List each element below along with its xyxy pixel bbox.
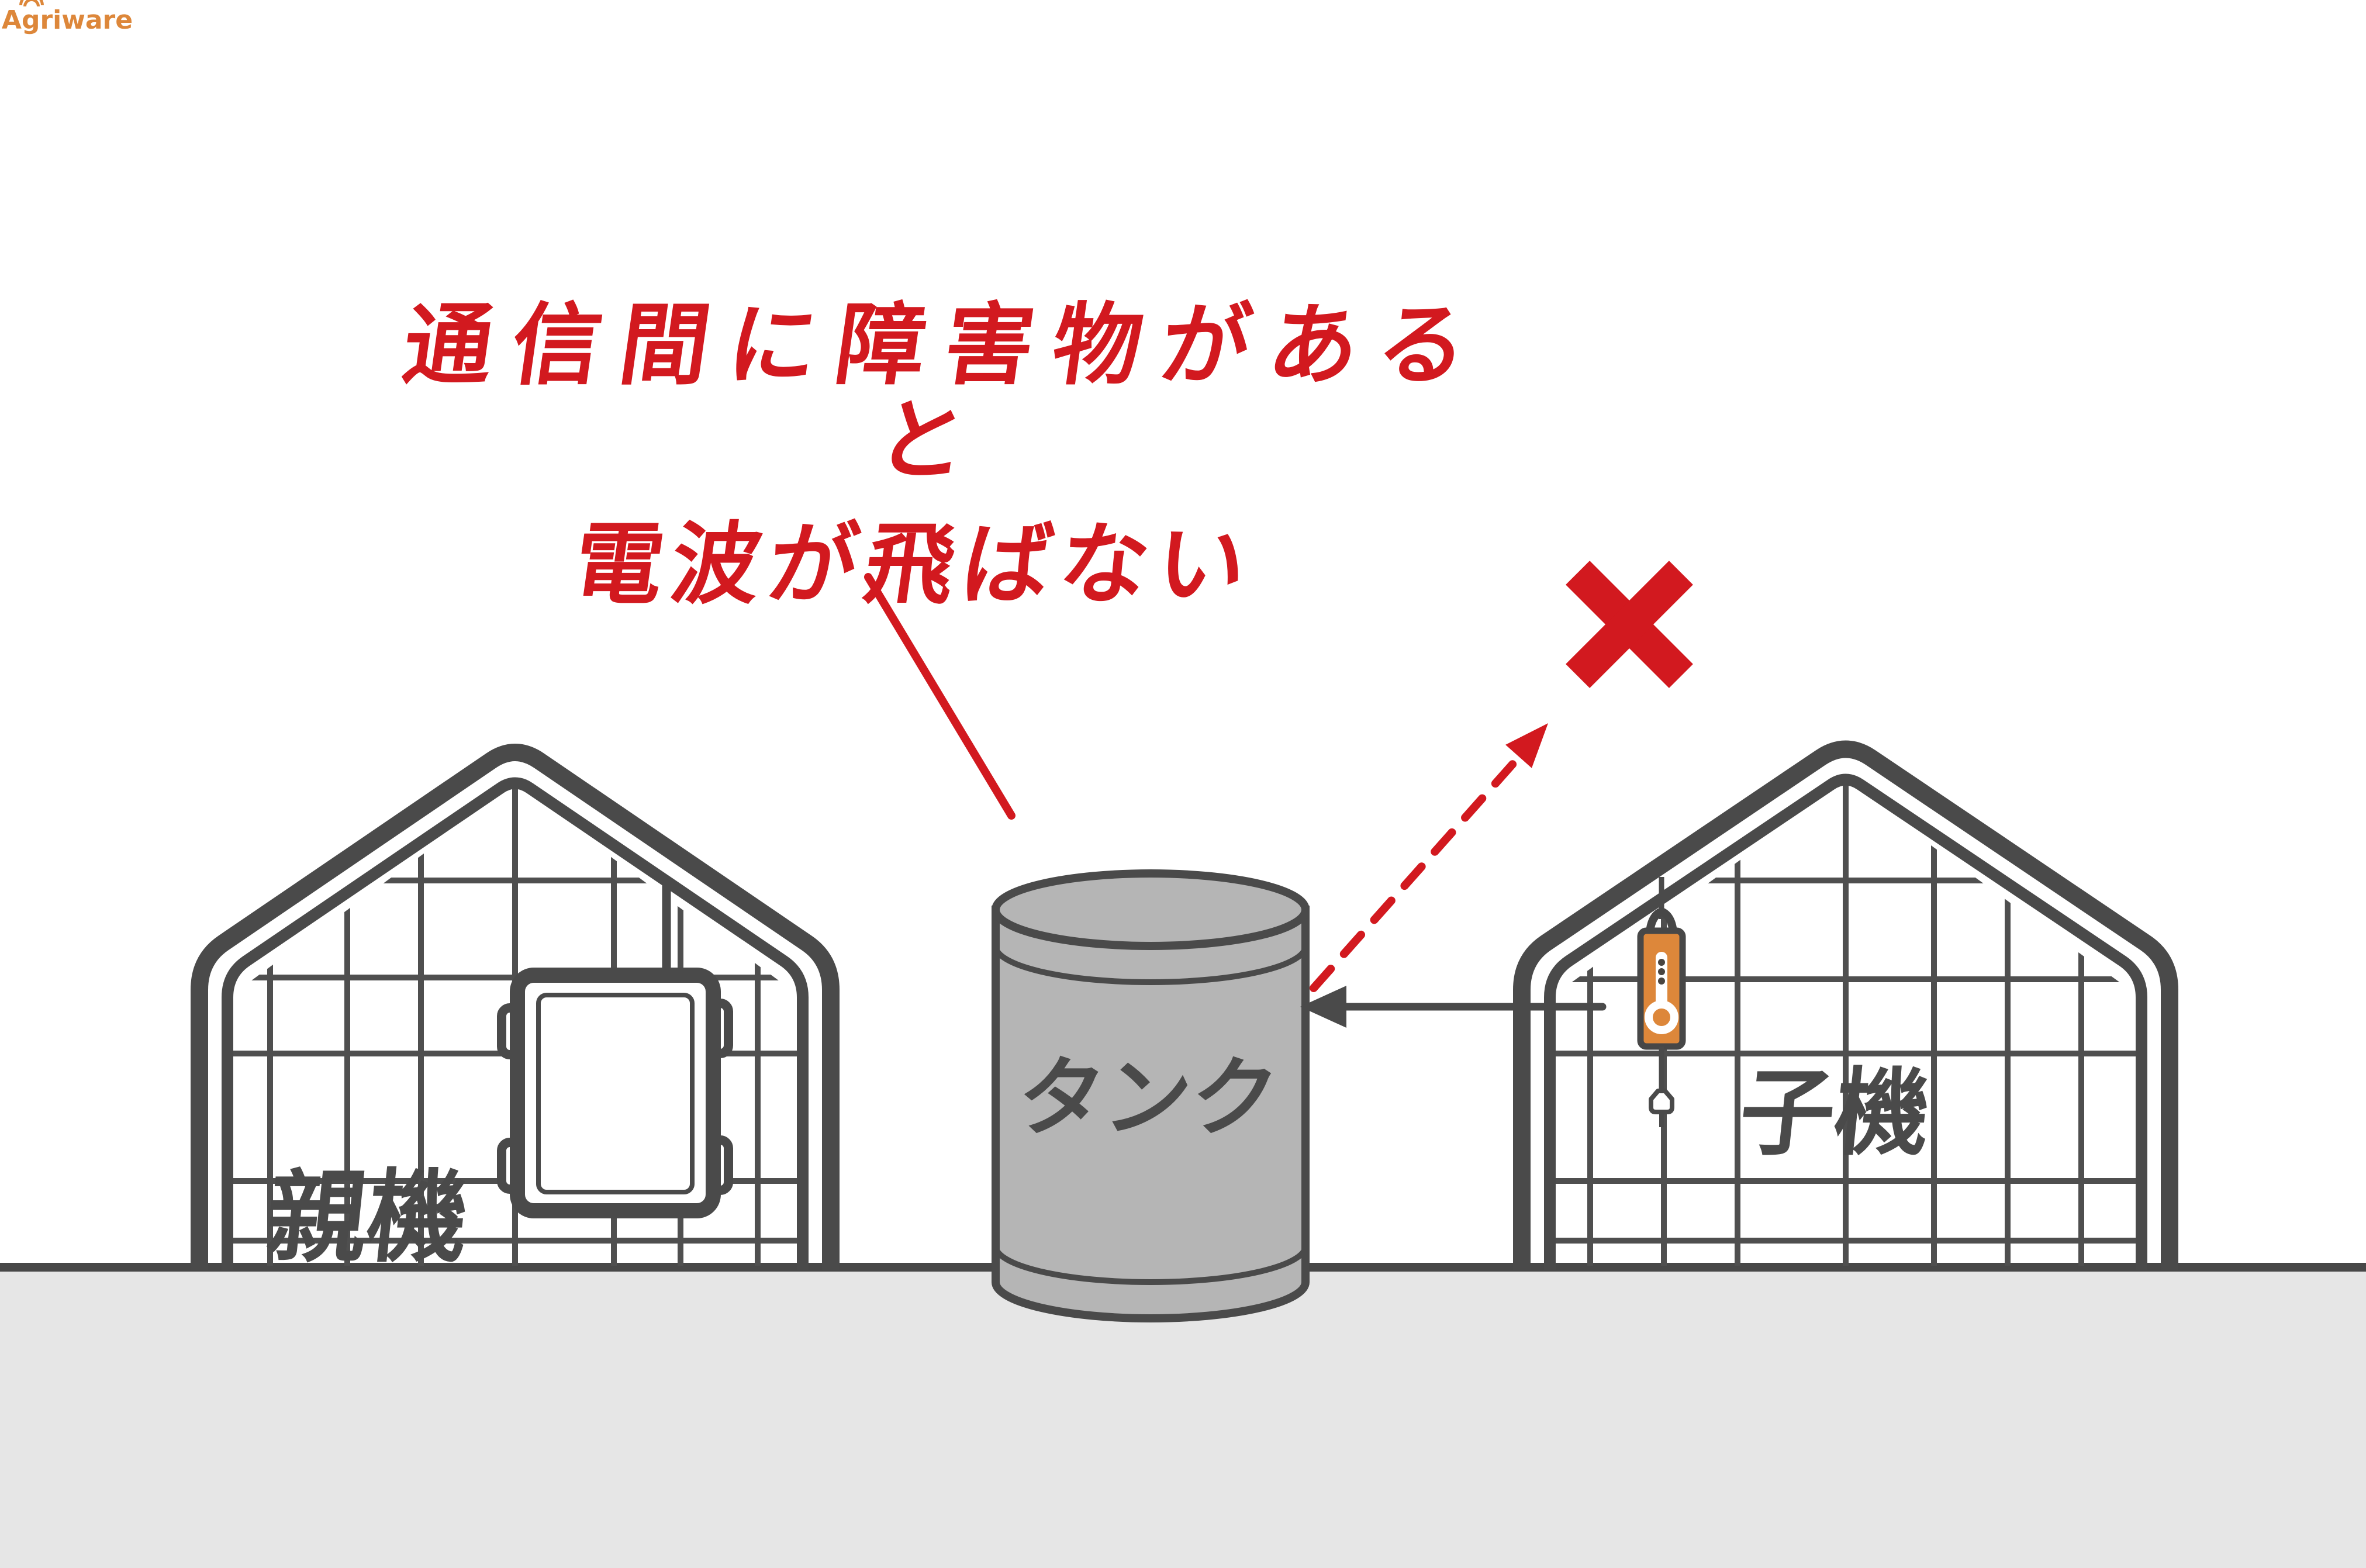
tank-top: [992, 869, 1310, 950]
parent-unit-panel: [536, 993, 695, 1194]
child-greenhouse: [1513, 740, 2178, 1270]
hanger-hook: [1646, 907, 1677, 932]
child-unit-label: 子機: [1734, 1059, 1936, 1169]
tank-label: タンク: [1013, 1048, 1283, 1148]
tank-obstacle: [992, 869, 1310, 1322]
blocked-signal-arrow: [1310, 723, 1548, 992]
agriware-logo-g: g: [21, 5, 40, 35]
parent-unit-label: 親機: [260, 1159, 474, 1276]
x-mark-icon: [1566, 561, 1693, 688]
child-greenhouse-grid: [1556, 783, 2136, 1266]
parent-greenhouse-inner-outline: [222, 777, 809, 1270]
probe-capsule: [1649, 1089, 1674, 1114]
thermometer-icon: [1645, 952, 1678, 1034]
tank-body: [992, 906, 1310, 1322]
signal-arrowhead: [1300, 986, 1346, 1028]
caption-pointer-line: [864, 573, 1016, 820]
tank-bottom-rim: [993, 1245, 1308, 1285]
wifi-arc-icon: [19, 0, 44, 5]
tank-top-rim: [993, 945, 1308, 985]
signal-arrow: [1300, 986, 1607, 1028]
parent-greenhouse: [191, 744, 840, 1270]
agriware-logo-rest: riware: [40, 5, 133, 35]
warning-caption-line2: 電波が飛ばない: [567, 513, 1262, 617]
warning-caption-line1: 通信間に障害物があると: [397, 293, 1493, 492]
warning-caption: 通信間に障害物があると 電波が飛ばない: [329, 293, 1531, 617]
parent-greenhouse-outer-outline: [191, 744, 840, 1270]
parent-unit-device: [497, 880, 733, 1218]
child-unit-sensor: [1637, 877, 1686, 1127]
child-greenhouse-outer-outline: [1513, 740, 2178, 1270]
agriware-logo-a: A: [1, 5, 22, 35]
blocked-signal-arrowhead: [1505, 723, 1548, 768]
child-greenhouse-inner-outline: [1544, 773, 2147, 1270]
